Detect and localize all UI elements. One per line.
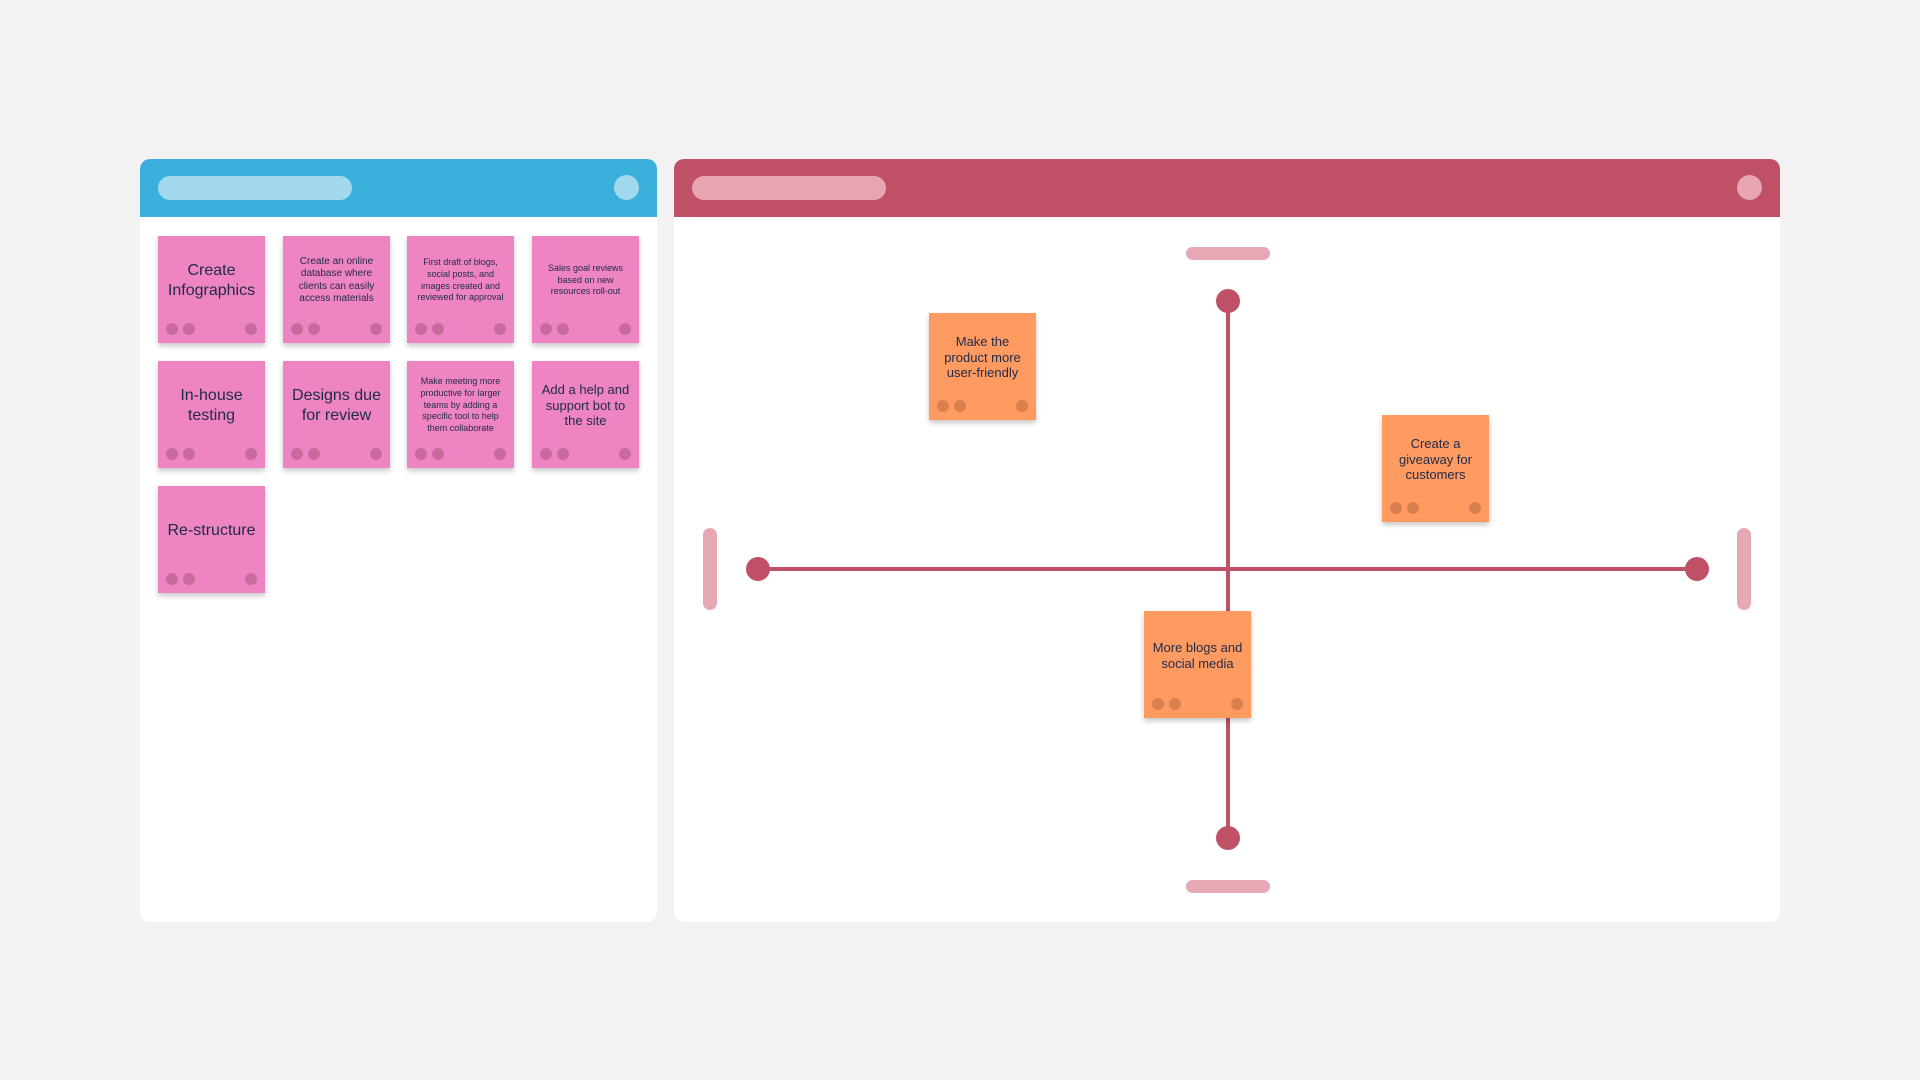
left-axis-label-handle[interactable] [703, 528, 717, 610]
note-dot [166, 573, 178, 585]
sticky-note-text: Add a help and support bot to the site [541, 382, 630, 429]
horizontal-axis [757, 567, 1697, 571]
note-dot [937, 400, 949, 412]
sticky-note[interactable]: Make meeting more productive for larger … [407, 361, 514, 468]
note-dot [557, 448, 569, 460]
note-dot [619, 323, 631, 335]
note-dot [1152, 698, 1164, 710]
note-dot [308, 323, 320, 335]
matrix-menu-dot[interactable] [1737, 175, 1762, 200]
axis-endpoint-top[interactable] [1216, 289, 1240, 313]
matrix-panel: Make the product more user-friendly Crea… [674, 159, 1780, 922]
backlog-panel: Create Infographics Create an online dat… [140, 159, 657, 922]
note-dot [166, 448, 178, 460]
sticky-note[interactable]: Make the product more user-friendly [929, 313, 1036, 420]
sticky-note[interactable]: First draft of blogs, social posts, and … [407, 236, 514, 343]
note-dot [1016, 400, 1028, 412]
matrix-panel-header [674, 159, 1780, 217]
note-dot [415, 448, 427, 460]
bottom-axis-label-handle[interactable] [1186, 880, 1270, 893]
note-dot [954, 400, 966, 412]
matrix-title-placeholder[interactable] [692, 176, 886, 200]
note-dot [183, 448, 195, 460]
backlog-title-placeholder[interactable] [158, 176, 352, 200]
note-dot [1407, 502, 1419, 514]
note-dot [1390, 502, 1402, 514]
sticky-note-text: Create an online database where clients … [298, 256, 375, 304]
note-dot [291, 323, 303, 335]
note-dot [1469, 502, 1481, 514]
note-dot [245, 573, 257, 585]
note-dot [494, 448, 506, 460]
axis-endpoint-left[interactable] [746, 557, 770, 581]
note-dot [245, 323, 257, 335]
note-dot [540, 448, 552, 460]
sticky-note-text: More blogs and social media [1152, 639, 1243, 671]
note-dot [370, 448, 382, 460]
sticky-note-text: Make the product more user-friendly [944, 334, 1021, 381]
note-dot [370, 323, 382, 335]
sticky-note-text: Sales goal reviews based on new resource… [547, 262, 624, 297]
sticky-note-text: First draft of blogs, social posts, and … [417, 257, 504, 303]
sticky-note[interactable]: Designs due for review [283, 361, 390, 468]
sticky-note[interactable]: In-house testing [158, 361, 265, 468]
backlog-menu-dot[interactable] [614, 175, 639, 200]
note-dot [1169, 698, 1181, 710]
note-dot [619, 448, 631, 460]
note-dot [432, 448, 444, 460]
sticky-note[interactable]: Add a help and support bot to the site [532, 361, 639, 468]
sticky-note[interactable]: More blogs and social media [1144, 611, 1251, 718]
note-dot [557, 323, 569, 335]
note-dot [308, 448, 320, 460]
top-axis-label-handle[interactable] [1186, 247, 1270, 260]
note-dot [291, 448, 303, 460]
sticky-note[interactable]: Sales goal reviews based on new resource… [532, 236, 639, 343]
note-dot [166, 323, 178, 335]
sticky-note[interactable]: Re-structure [158, 486, 265, 593]
sticky-note-text: In-house testing [180, 387, 243, 424]
note-dot [1231, 698, 1243, 710]
note-dot [183, 573, 195, 585]
sticky-note-text: Make meeting more productive for larger … [420, 376, 501, 434]
sticky-note[interactable]: Create a giveaway for customers [1382, 415, 1489, 522]
sticky-note[interactable]: Create Infographics [158, 236, 265, 343]
axis-endpoint-bottom[interactable] [1216, 826, 1240, 850]
right-axis-label-handle[interactable] [1737, 528, 1751, 610]
backlog-panel-header [140, 159, 657, 217]
note-dot [183, 323, 195, 335]
note-dot [494, 323, 506, 335]
axis-endpoint-right[interactable] [1685, 557, 1709, 581]
sticky-note-text: Designs due for review [292, 387, 381, 424]
note-dot [415, 323, 427, 335]
sticky-note[interactable]: Create an online database where clients … [283, 236, 390, 343]
sticky-note-text: Create Infographics [167, 262, 256, 299]
sticky-note-text: Re-structure [167, 521, 256, 539]
note-dot [245, 448, 257, 460]
note-dot [540, 323, 552, 335]
note-dot [432, 323, 444, 335]
sticky-note-text: Create a giveaway for customers [1399, 436, 1472, 483]
